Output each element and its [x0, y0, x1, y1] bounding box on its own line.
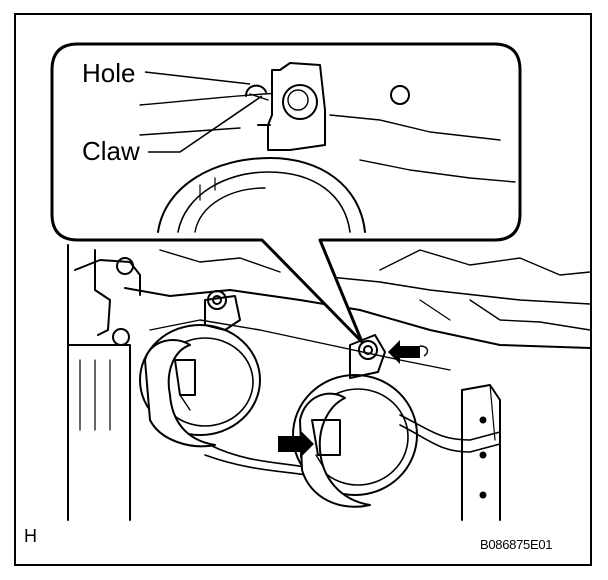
horn1-body: [139, 324, 261, 436]
arrow-bolt: [388, 340, 429, 364]
horn1-bolt: [207, 290, 227, 310]
hole-leader: [144, 71, 251, 85]
figure-code: B086875E01: [480, 537, 552, 552]
callout-horn: [157, 157, 366, 233]
claw-detail: [245, 84, 267, 97]
detail-callout: [50, 42, 522, 344]
bolt-hole-left: [116, 257, 134, 275]
vehicle-structure: [67, 244, 591, 521]
corner-mark: H: [24, 526, 37, 546]
callout-bolt: [282, 84, 318, 120]
horn2-connector: [311, 419, 341, 456]
claw-label: Claw: [82, 136, 140, 166]
claw-leader: [148, 95, 263, 153]
horn2-body: [292, 374, 418, 496]
callout-hole-right: [390, 85, 410, 105]
arrow-connector: [278, 430, 314, 458]
horn2-bolt: [358, 340, 378, 360]
horn1-connector: [174, 359, 196, 396]
bolt-hole-left-lower: [112, 328, 130, 346]
hole-label: Hole: [82, 58, 135, 88]
